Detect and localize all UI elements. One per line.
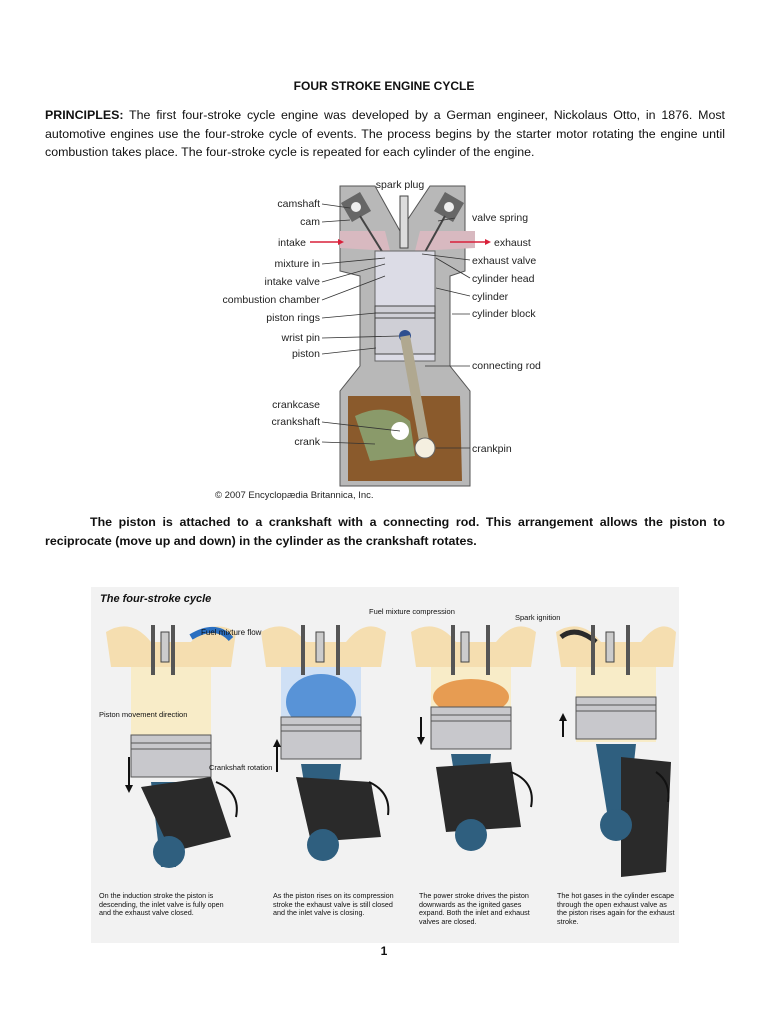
label-crankpin: crankpin <box>472 443 512 455</box>
label-combustion-chamber: combustion chamber <box>223 294 321 306</box>
label-piston: piston <box>292 348 320 360</box>
copyright: © 2007 Encyclopædia Britannica, Inc. <box>215 490 374 501</box>
label-cylinder-head: cylinder head <box>472 273 535 285</box>
engine-diagram: spark plug camshaft cam intake mixture i… <box>215 179 541 501</box>
label-crankshaft: crankshaft <box>272 416 321 428</box>
exhaust-port <box>415 231 475 251</box>
label-mixture-in: mixture in <box>274 258 320 270</box>
piston-paragraph: The piston is attached to a crankshaft w… <box>45 515 725 548</box>
page-title: FOUR STROKE ENGINE CYCLE <box>293 79 475 93</box>
crankpin <box>414 437 436 459</box>
page-number: 1 <box>380 944 388 958</box>
label-intake: intake <box>278 237 306 249</box>
caption-exhaust: The hot gases in the cylinder escape thr… <box>557 892 675 926</box>
label-piston-rings: piston rings <box>266 312 320 324</box>
four-stroke-title: The four-stroke cycle <box>100 593 211 605</box>
stroke-exhaust <box>556 625 676 877</box>
label-crank: crank <box>294 436 320 448</box>
spark-plug <box>399 195 409 249</box>
label-cylinder: cylinder <box>472 291 509 303</box>
label-camshaft: camshaft <box>277 198 320 210</box>
principles-paragraph: PRINCIPLES: The first four-stroke cycle … <box>45 106 725 162</box>
callout-spark-ignition: Spark ignition <box>515 613 560 622</box>
label-cam: cam <box>300 216 320 228</box>
label-exhaust: exhaust <box>494 237 531 249</box>
label-exhaust-valve: exhaust valve <box>472 255 536 267</box>
label-valve-spring: valve spring <box>472 212 528 224</box>
label-spark-plug: spark plug <box>376 179 425 191</box>
callout-piston-direction: Piston movement direction <box>99 710 187 719</box>
callout-compression: Fuel mixture compression <box>369 607 455 616</box>
label-crankcase: crankcase <box>272 399 320 411</box>
intake-port <box>340 231 390 251</box>
principles-text: The first four-stroke cycle engine was d… <box>45 108 725 159</box>
stroke-compression <box>261 625 390 861</box>
caption-compression: As the piston rises on its compression s… <box>273 892 394 917</box>
label-intake-valve: intake valve <box>265 276 321 288</box>
label-cylinder-block: cylinder block <box>472 308 536 320</box>
stroke-induction <box>106 625 238 868</box>
label-connecting-rod: connecting rod <box>472 360 541 372</box>
connecting-rod <box>400 335 430 447</box>
principles-label: PRINCIPLES: <box>45 108 124 122</box>
caption-power: The power stroke drives the piston downw… <box>419 892 530 926</box>
callout-fuel-flow: Fuel mixture flow <box>201 628 262 637</box>
stroke-power <box>411 625 536 851</box>
label-wrist-pin: wrist pin <box>280 332 320 344</box>
caption-induction: On the induction stroke the piston is de… <box>99 892 224 917</box>
four-stroke-illustration: The four-stroke cycle <box>91 587 679 943</box>
callout-crankshaft-rotation: Crankshaft rotation <box>209 763 272 772</box>
